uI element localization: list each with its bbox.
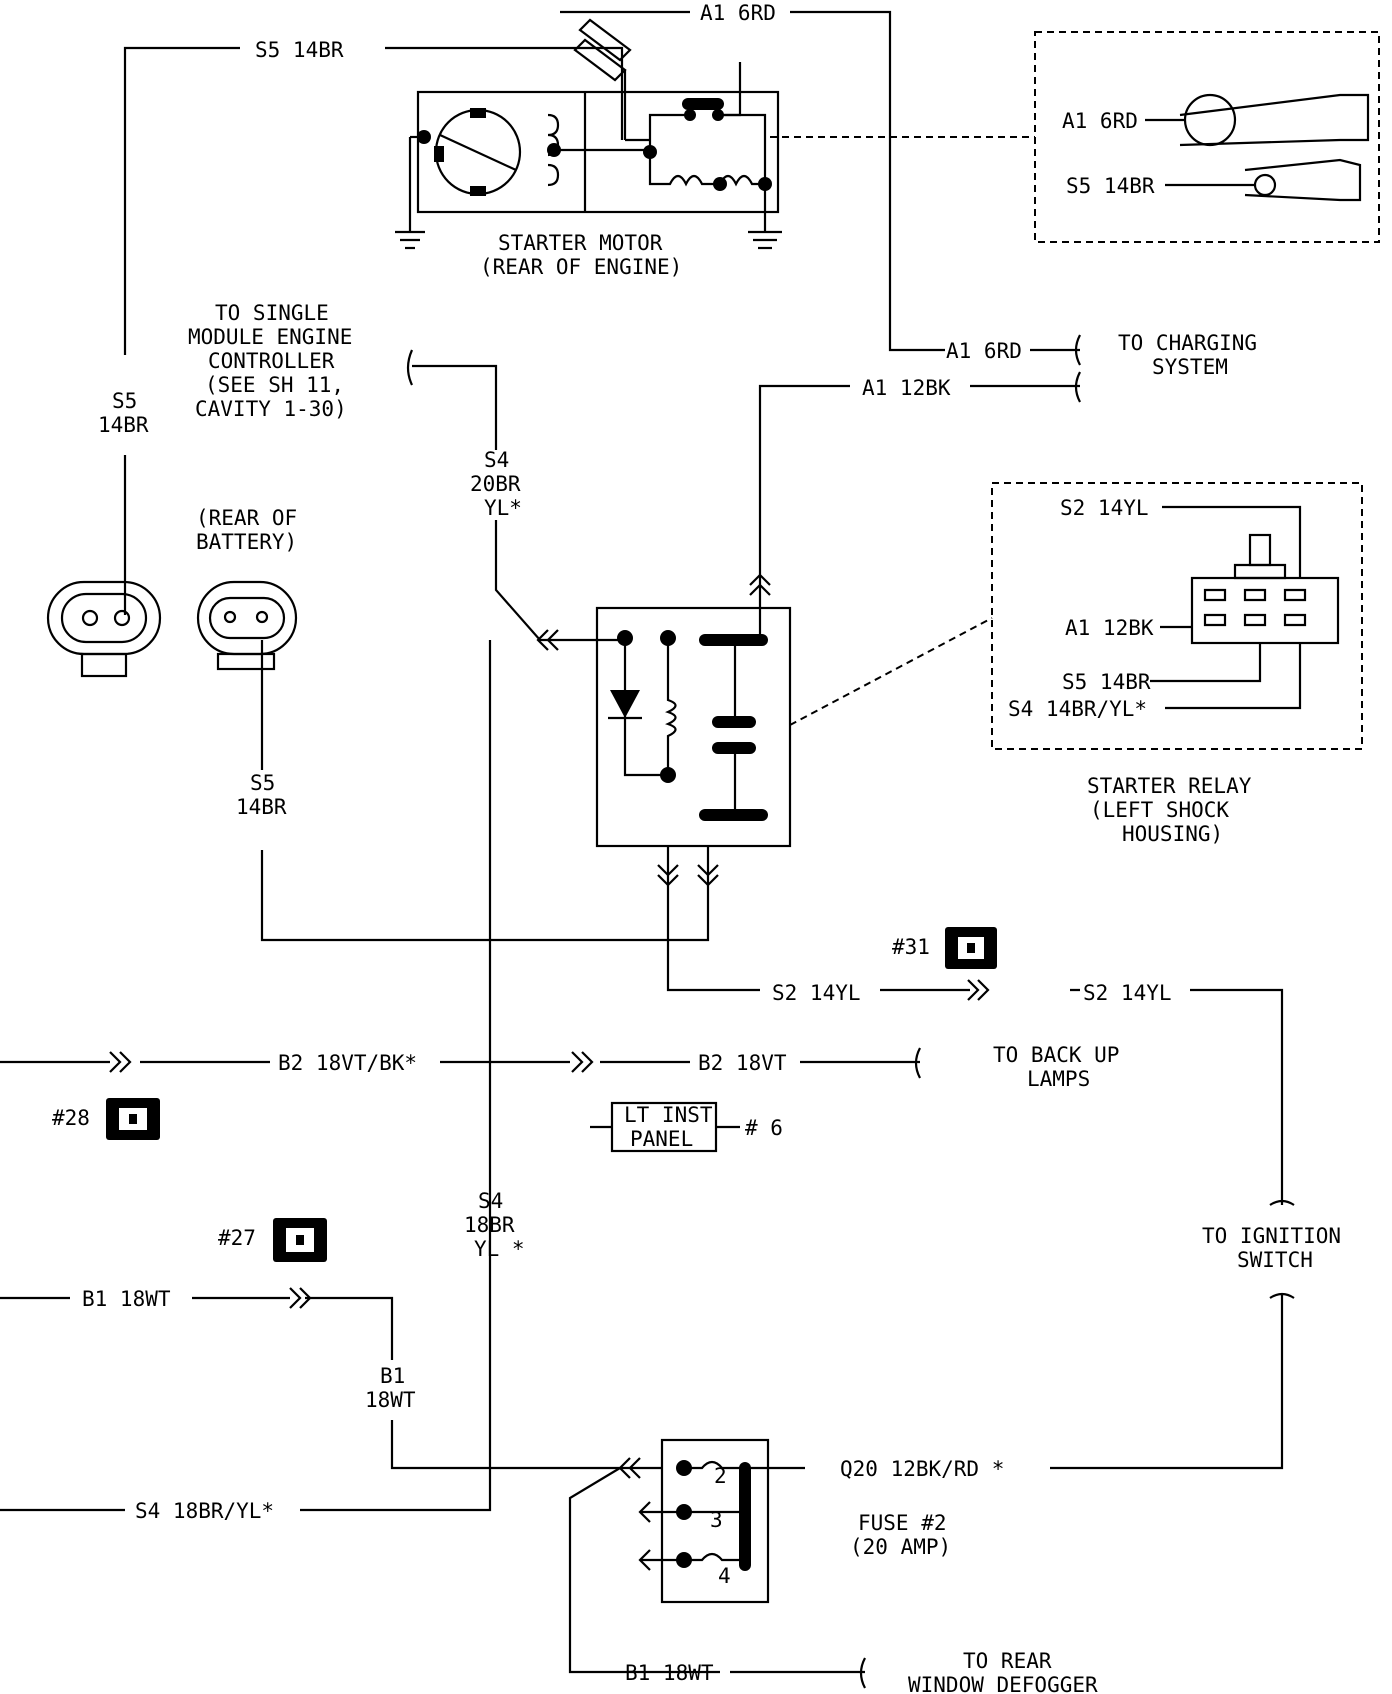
fuse-pin-3: 3 [710, 1508, 723, 1532]
starter-motor [395, 18, 782, 250]
fuse-pin-2: 2 [714, 1464, 727, 1488]
relay-label-2: (LEFT SHOCK [1090, 798, 1229, 822]
wire-b2-a-label: B2 18VT/BK* [278, 1051, 417, 1075]
relay-a1-label: A1 12BK [1065, 616, 1154, 640]
wire-s2-b-label: S2 14YL [1083, 981, 1172, 1005]
battery-connector-1 [46, 580, 162, 678]
wire-s4-top-2: 20BR [470, 472, 521, 496]
to-ignition-1: TO IGNITION [1202, 1224, 1341, 1248]
relay-label-3: HOUSING) [1122, 822, 1223, 846]
starter-motor-label-2: (REAR OF ENGINE) [480, 255, 682, 279]
panel-label-2: PANEL [630, 1127, 693, 1151]
connector-27: #27 [218, 1226, 256, 1250]
wire-b1-v1: B1 [380, 1364, 405, 1388]
terminal-view [1145, 93, 1370, 202]
to-smec-4: (SEE SH 11, [205, 373, 344, 397]
wire-b1-a-label: B1 18WT [82, 1287, 171, 1311]
connector-28-icon [106, 1098, 160, 1140]
battery-label-1: (REAR OF [196, 506, 297, 530]
wire-s4-low-1: S4 [478, 1189, 503, 1213]
wire-s5-mid-2: 14BR [236, 795, 287, 819]
relay-s4-label: S4 14BR/YL* [1008, 697, 1147, 721]
wire-s5-left-2: 14BR [98, 413, 149, 437]
terminal-a1-label: A1 6RD [1062, 109, 1138, 133]
terminal-s5-label: S5 14BR [1066, 174, 1155, 198]
to-smec-5: CAVITY 1-30) [195, 397, 347, 421]
starter-motor-label-1: STARTER MOTOR [498, 231, 663, 255]
starter-relay [595, 606, 792, 992]
wire-s4-bottom-label: S4 18BR/YL* [135, 1499, 274, 1523]
to-backup-1: TO BACK UP [993, 1043, 1119, 1067]
wire-a1-12bk-label: A1 12BK [862, 376, 951, 400]
wire-s4-top-1: S4 [484, 448, 509, 472]
connector-28: #28 [52, 1106, 90, 1130]
wire-s5-mid-1: S5 [250, 771, 275, 795]
wire-s5-top-label: S5 14BR [255, 38, 344, 62]
panel-label-1: LT INST [624, 1103, 713, 1127]
to-charging-1: TO CHARGING [1118, 331, 1257, 355]
wire-a1-6rd-top [560, 10, 945, 352]
to-smec-1: TO SINGLE [215, 301, 329, 325]
fuse-block [568, 1438, 805, 1674]
to-backup-2: LAMPS [1027, 1067, 1090, 1091]
to-smec-3: CONTROLLER [208, 349, 335, 373]
lt-inst-panel [590, 1101, 740, 1153]
fuse-pin-4: 4 [718, 1564, 731, 1588]
wire-a1-top-label: A1 6RD [700, 1, 776, 25]
wire-b1-bottom-label: B1 18WT [625, 1661, 714, 1685]
wire-b1-v2: 18WT [365, 1388, 416, 1412]
battery-connector-2 [196, 580, 298, 671]
fuse-label-1: FUSE #2 [858, 1511, 947, 1535]
connector-27-icon [273, 1218, 327, 1262]
wire-s5-left-1: S5 [112, 389, 137, 413]
wire-s4-low-3: YL * [474, 1237, 525, 1261]
wire-a1-12bk [758, 371, 1081, 608]
panel-number: # 6 [745, 1116, 783, 1140]
connector-31: #31 [892, 935, 930, 959]
connector-31-icon [945, 927, 997, 969]
relay-label-1: STARTER RELAY [1087, 774, 1252, 798]
wire-s2-a-label: S2 14YL [772, 981, 861, 1005]
to-defogger-1: TO REAR [963, 1649, 1052, 1673]
wire-s4-top-3: YL* [484, 496, 522, 520]
relay-s2-label: S2 14YL [1060, 496, 1149, 520]
wire-a1-charging-label: A1 6RD [946, 339, 1022, 363]
to-ignition-2: SWITCH [1237, 1248, 1313, 1272]
wire-s4-low-2: 18BR [464, 1213, 515, 1237]
wire-s5-14br-top [123, 46, 624, 355]
battery-label-2: BATTERY) [196, 530, 297, 554]
relay-connector-view [1150, 505, 1340, 710]
fuse-label-2: (20 AMP) [850, 1535, 951, 1559]
relay-s5-label: S5 14BR [1062, 670, 1151, 694]
wire-q20-label: Q20 12BK/RD * [840, 1457, 1004, 1481]
wire-b2-b-label: B2 18VT [698, 1051, 787, 1075]
to-charging-2: SYSTEM [1152, 355, 1228, 379]
to-defogger-2: WINDOW DEFOGGER [908, 1673, 1098, 1694]
to-smec-2: MODULE ENGINE [188, 325, 352, 349]
